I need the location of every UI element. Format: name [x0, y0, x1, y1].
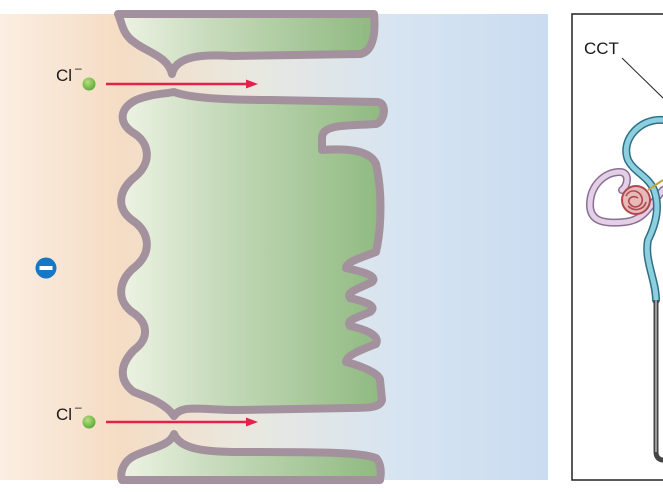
- top-cell: [114, 10, 379, 78]
- nephron-inset: CCT: [571, 13, 663, 481]
- paracellular-arrow-bottom: [106, 417, 258, 427]
- glomerulus: [621, 185, 651, 215]
- afferent-vessel: [647, 179, 663, 191]
- ion-charge: –: [75, 400, 82, 414]
- inset-label: CCT: [584, 39, 619, 58]
- ion-symbol: Cl: [56, 66, 72, 85]
- main-cell: [117, 88, 388, 420]
- lumen-negative-charge-icon: [35, 257, 57, 279]
- ion-symbol: Cl: [56, 405, 72, 424]
- chloride-ion-top: Cl –: [56, 61, 96, 91]
- bottom-cell: [117, 430, 385, 484]
- ion-dot: [82, 415, 96, 429]
- ion-charge: –: [75, 61, 82, 75]
- collecting-duct: [653, 300, 663, 463]
- inset-leader-line: [621, 57, 663, 99]
- paracellular-arrow-top: [106, 79, 258, 89]
- chloride-ion-bottom: Cl –: [56, 400, 96, 429]
- ion-dot: [82, 77, 96, 91]
